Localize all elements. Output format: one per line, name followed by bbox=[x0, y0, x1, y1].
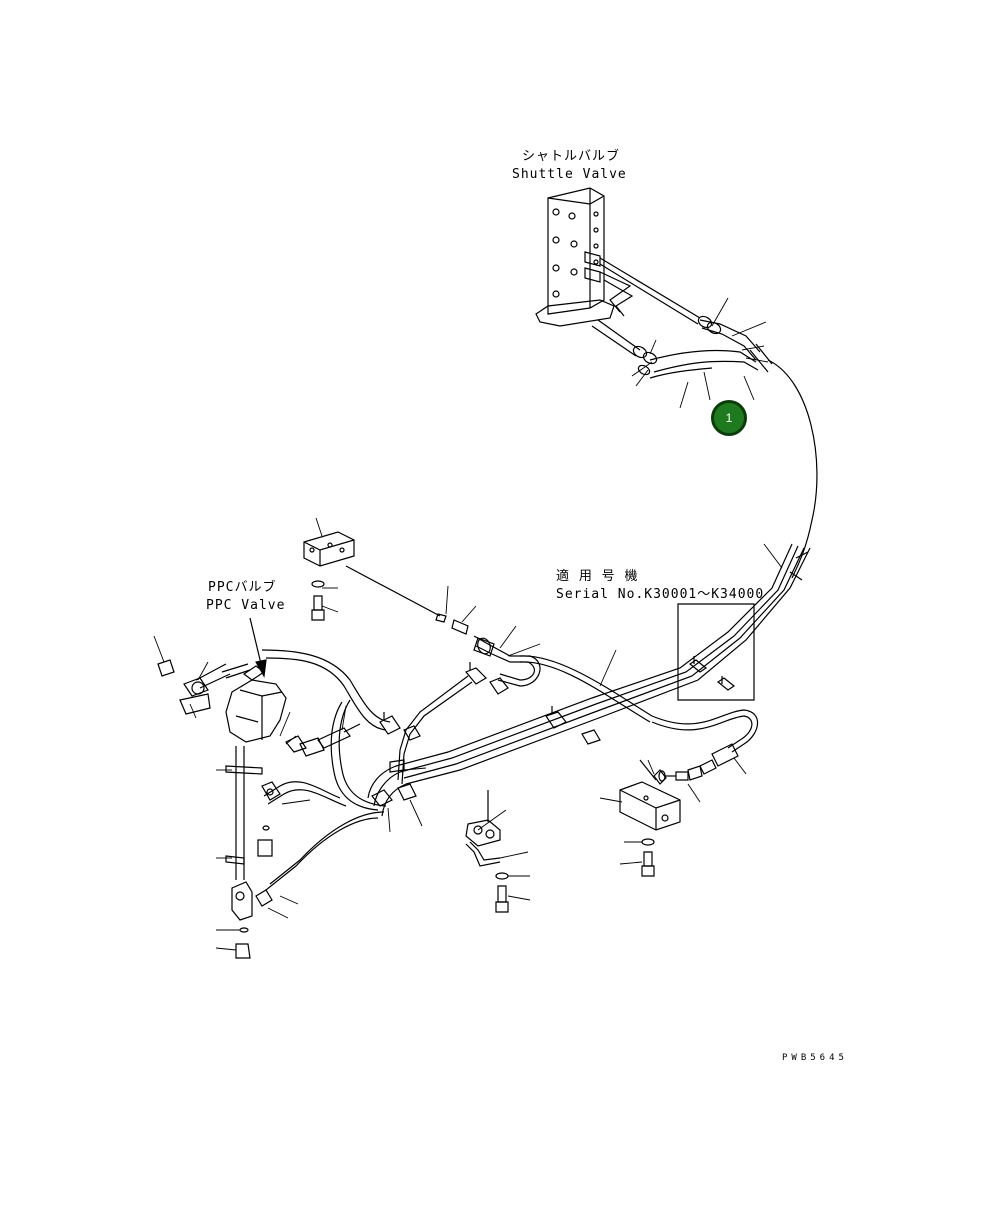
center-pipes bbox=[262, 636, 652, 890]
shuttle-valve-label-jp: シャトルバルブ bbox=[522, 149, 621, 164]
right-loop-hose bbox=[652, 710, 758, 781]
callout-marker-1[interactable]: 1 bbox=[711, 400, 747, 436]
callout-number: 1 bbox=[725, 411, 733, 425]
ppc-valve bbox=[222, 664, 324, 958]
serial-inset bbox=[678, 604, 754, 700]
other-leaders bbox=[388, 544, 782, 900]
drawing-code: PWB5645 bbox=[782, 1053, 848, 1063]
serial-applicability-label-jp: 適 用 号 機 bbox=[556, 569, 639, 584]
serial-applicability-label-en: Serial No.K30001～K34000 bbox=[556, 587, 765, 602]
ppc-leaders bbox=[154, 518, 346, 950]
shuttle-pipes bbox=[592, 258, 772, 378]
ppc-valve-label-en: PPC Valve bbox=[206, 598, 286, 613]
ppc-arrow bbox=[250, 618, 266, 676]
ppc-left-fittings bbox=[158, 660, 360, 748]
pipe-clamps bbox=[372, 662, 600, 806]
shuttle-valve-label-en: Shuttle Valve bbox=[512, 167, 627, 182]
center-bracket bbox=[466, 790, 508, 912]
shuttle-leaders bbox=[632, 298, 768, 408]
ppc-valve-label-jp: PPCバルブ bbox=[208, 580, 277, 595]
hose-bundle bbox=[368, 544, 810, 816]
right-mount-block bbox=[620, 760, 680, 876]
upper-mount-block bbox=[304, 532, 494, 656]
shuttle-valve bbox=[536, 188, 614, 326]
long-hose bbox=[768, 360, 817, 578]
